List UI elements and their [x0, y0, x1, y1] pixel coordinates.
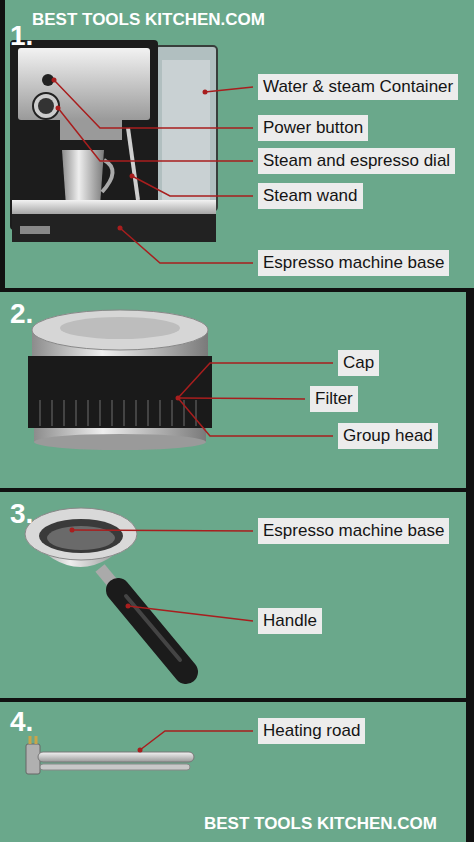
- part-name: Steam and espresso dial: [263, 151, 450, 170]
- part-name: Group head: [343, 426, 433, 445]
- part-label: Steam and espresso dial: [258, 148, 455, 174]
- section-number: 3.: [10, 498, 33, 530]
- section-number: 4.: [10, 706, 33, 738]
- leader-dot: [52, 78, 208, 753]
- part-name: Filter: [315, 389, 353, 408]
- watermark: BEST TOOLS KITCHEN.COM: [204, 814, 437, 834]
- part-name: Heating road: [263, 721, 360, 740]
- part-name: Espresso machine base: [263, 253, 444, 272]
- part-label: Espresso machine base: [258, 518, 449, 544]
- part-name: Cap: [343, 353, 374, 372]
- watermark: BEST TOOLS KITCHEN.COM: [32, 10, 265, 30]
- part-name: Handle: [263, 611, 317, 630]
- leader-line: [54, 80, 333, 750]
- part-label: Cap: [338, 350, 379, 376]
- part-name: Espresso machine base: [263, 521, 444, 540]
- part-label: Water & steam Container: [258, 74, 458, 100]
- portafilter: [25, 508, 186, 672]
- heating-rod: [26, 736, 194, 774]
- part-label: Espresso machine base: [258, 250, 449, 276]
- part-label: Steam wand: [258, 183, 363, 209]
- part-name: Steam wand: [263, 186, 358, 205]
- part-name: Water & steam Container: [263, 77, 453, 96]
- coffee-distributor: [28, 310, 212, 450]
- espresso-machine: [10, 40, 217, 242]
- part-label: Heating road: [258, 718, 365, 744]
- part-name: Power button: [263, 118, 363, 137]
- section-number: 1.: [10, 20, 33, 52]
- part-label: Power button: [258, 115, 368, 141]
- part-label: Group head: [338, 423, 438, 449]
- section-number: 2.: [10, 298, 33, 330]
- part-label: Handle: [258, 608, 322, 634]
- part-label: Filter: [310, 386, 358, 412]
